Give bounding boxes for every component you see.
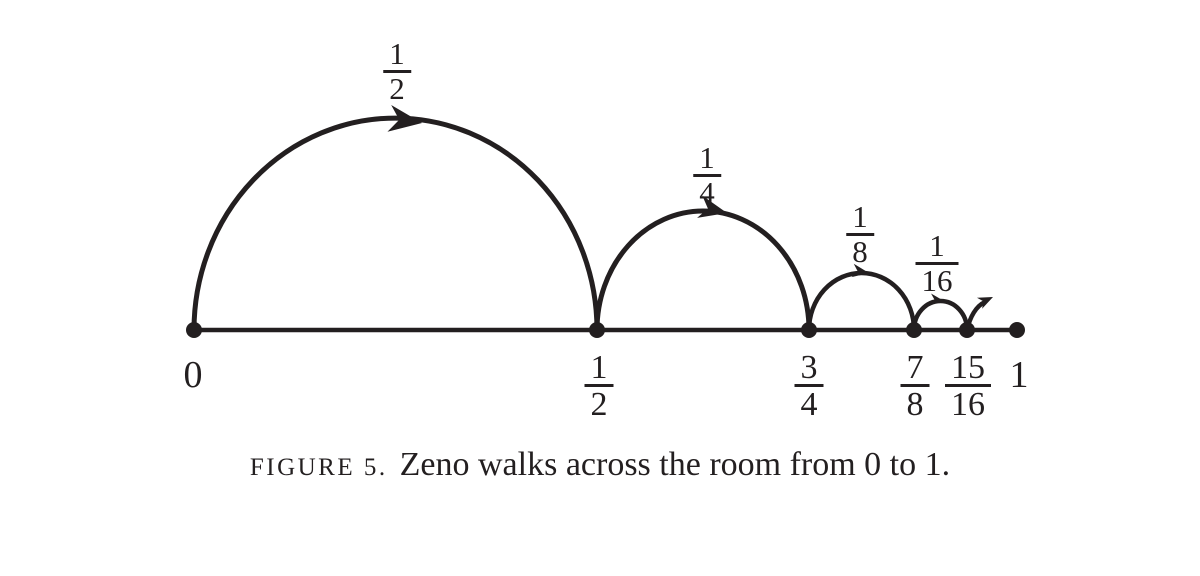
fraction-numerator: 1	[383, 38, 411, 73]
figure-caption: FIGURE 5. Zeno walks across the room from…	[0, 445, 1200, 486]
fraction-denominator: 16	[921, 262, 953, 298]
tick-label-one-half: 1 2	[584, 350, 614, 424]
point-dot-0	[186, 322, 202, 338]
point-dot-one-half	[589, 322, 605, 338]
point-dot-1	[1009, 322, 1025, 338]
tick-label-0: 0	[183, 354, 203, 396]
fraction-numerator: 1	[693, 142, 721, 177]
jump-arrow-icon	[976, 297, 993, 309]
tick-label-1: 1	[1009, 354, 1029, 396]
fraction-numerator: 7	[900, 350, 930, 388]
jump-arrow-icon	[697, 195, 727, 218]
fraction-denominator: 8	[852, 233, 868, 269]
caption-text: Zeno walks across the room from 0 to 1.	[399, 446, 951, 483]
point-dot-three-quarters	[801, 322, 817, 338]
jump-label-one-quarter: 1 4	[693, 142, 721, 210]
fraction-denominator: 4	[800, 386, 818, 424]
fraction-denominator: 8	[906, 386, 924, 424]
fraction-denominator: 2	[590, 386, 608, 424]
jump-arrow-icon	[929, 293, 944, 305]
jump-label-one-eighth: 1 8	[846, 201, 874, 269]
jump-arc-one-half	[191, 115, 600, 331]
tick-label-seven-eighths: 7 8	[900, 350, 930, 424]
fraction-numerator: 1	[584, 350, 614, 388]
jump-arc-one-sixteenth	[911, 298, 970, 331]
point-dot-seven-eighths	[906, 322, 922, 338]
tick-label-fifteen-sixteenths: 15 16	[945, 350, 991, 424]
fraction-numerator: 3	[794, 350, 824, 388]
jump-label-one-half: 1 2	[383, 38, 411, 106]
jump-arrow-icon	[387, 105, 422, 132]
tick-label-three-quarters: 3 4	[794, 350, 824, 424]
point-dot-fifteen-sixteenths	[959, 322, 975, 338]
caption-label: FIGURE 5.	[249, 454, 388, 481]
fraction-numerator: 15	[945, 350, 991, 388]
jump-label-one-sixteenth: 1 16	[915, 230, 959, 298]
fraction-denominator: 16	[951, 386, 985, 424]
fraction-denominator: 2	[389, 70, 405, 106]
fraction-denominator: 4	[699, 174, 715, 210]
jump-arc-one-quarter	[594, 208, 812, 331]
fraction-numerator: 1	[915, 230, 959, 265]
jump-arc-one-eighth	[806, 270, 917, 331]
jump-arrow-icon	[851, 263, 869, 278]
fraction-numerator: 1	[846, 201, 874, 236]
